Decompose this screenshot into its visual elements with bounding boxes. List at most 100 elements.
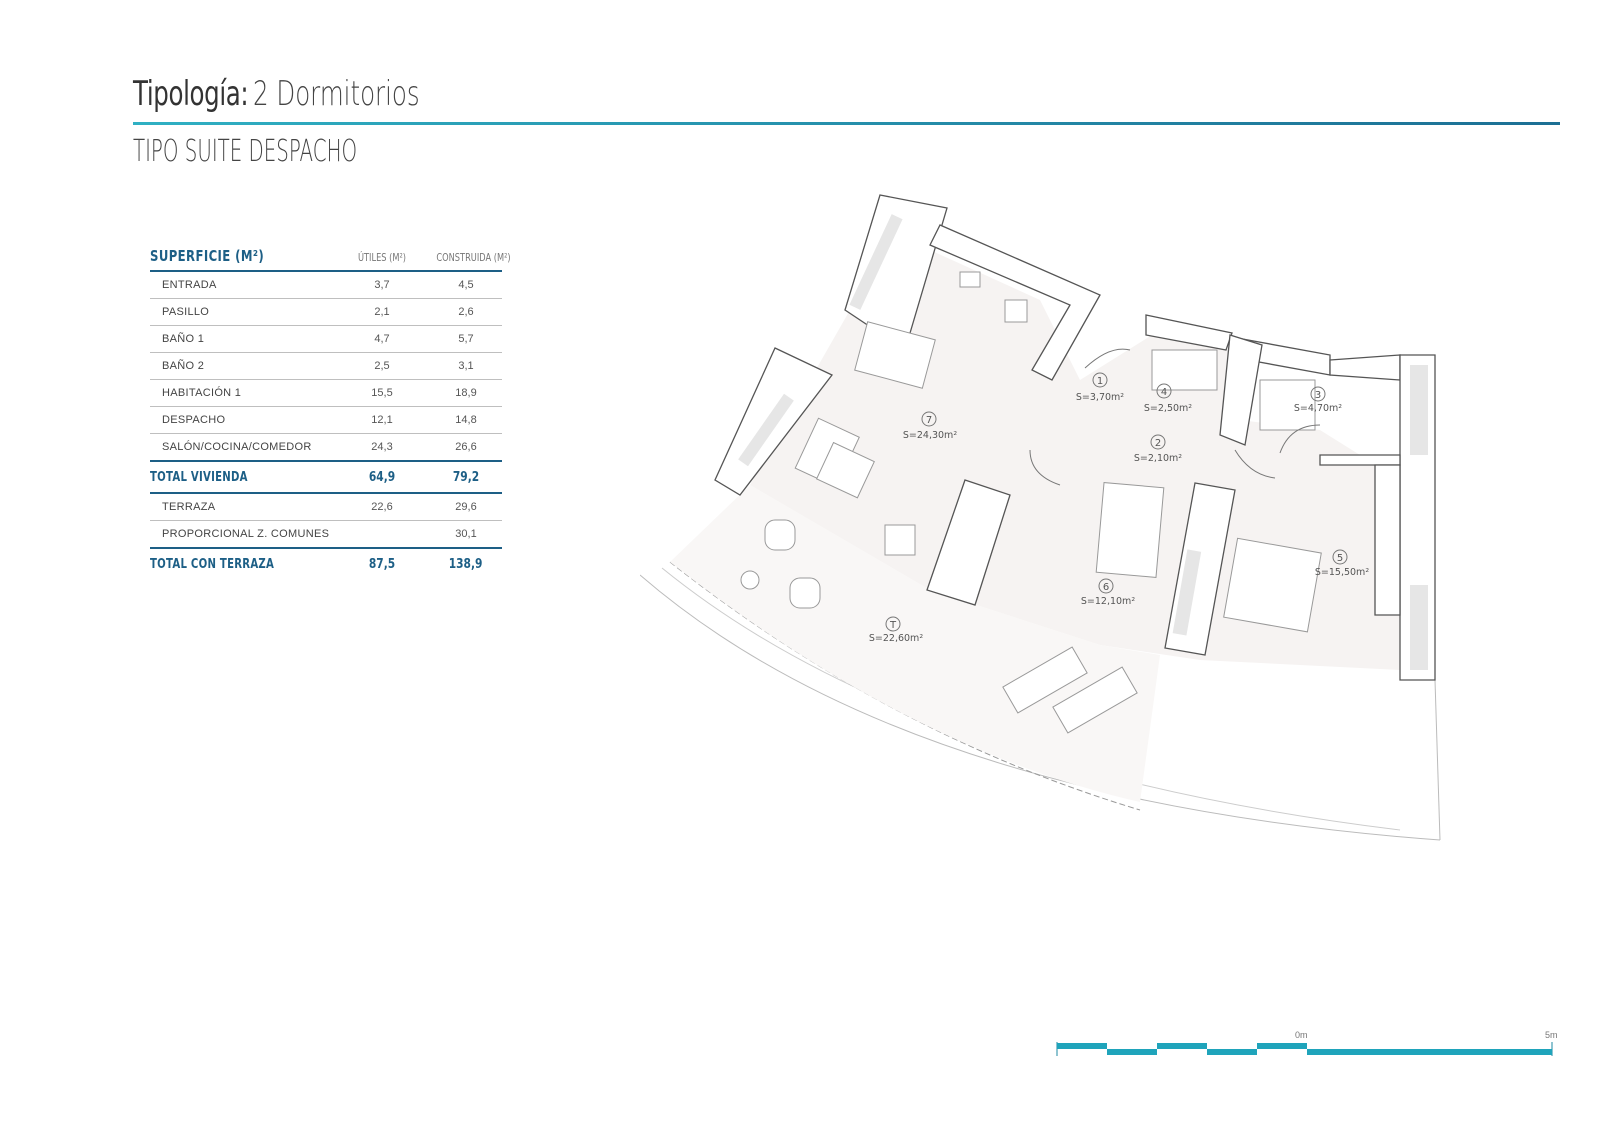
title-value: 2 Dormitorios [253,74,420,114]
terrace-chair-1 [764,519,796,551]
title-divider [133,122,1560,125]
total-terraza-construida: 138,9 [449,556,483,572]
column-header-construida: CONSTRUIDA (M²) [436,251,511,264]
kitchen-sink [959,271,981,288]
column-header-utiles: ÚTILES (M²) [357,251,407,264]
wall-east-top [1329,354,1401,381]
window-bedroom [1172,549,1202,636]
row-label: BAÑO 2 [162,360,205,372]
wall-bath-north [1145,314,1233,351]
total-vivienda-label: TOTAL VIVIENDA [150,469,248,485]
row-construida: 5,7 [458,333,474,345]
row-label: PASILLO [162,306,210,318]
armchair [815,441,875,499]
room-number: 1 [1097,376,1103,387]
row-construida: 14,8 [455,414,477,426]
table-row: DESPACHO 12,1 14,8 [150,407,502,434]
bath1-fixtures [1259,379,1316,431]
room-label-7: 7 S=24,30m² [903,411,957,441]
room-area: S=3,70m² [1076,392,1124,403]
terrace-side-edge [1434,679,1441,841]
title-label: Tipología: [133,74,249,114]
row-construida: 30,1 [455,528,477,540]
row-label: SALÓN/COCINA/COMEDOR [162,441,312,453]
total-vivienda-row: TOTAL VIVIENDA 64,9 79,2 [150,462,502,494]
entrance-door [1084,348,1131,369]
row-label: PROPORCIONAL Z. COMUNES [162,528,330,540]
room-area: S=12,10m² [1081,596,1135,607]
row-construida: 26,6 [455,441,477,453]
window-west [738,393,794,467]
area-table: SUPERFICIE (M²) ÚTILES (M²) CONSTRUIDA (… [150,244,511,579]
room-number: 4 [1161,387,1167,398]
room-number: 2 [1155,438,1161,449]
floor-plan: 1 S=3,70m² 2 S=2,10m² 3 S=4,70m² 4 S=2,5… [639,190,1470,870]
scale-start-label: 0m [1295,1030,1308,1040]
row-construida: 29,6 [455,501,477,513]
lounger-1 [1002,646,1088,714]
room-area: S=22,60m² [869,633,923,644]
wall-kitchen-north [929,224,1101,381]
study-door [1029,449,1061,486]
row-utiles: 3,7 [374,279,390,291]
room-number: 3 [1315,390,1321,401]
row-label: TERRAZA [162,501,216,513]
room-label-terrace: T S=22,60m² [869,616,923,644]
room-label-4: 4 S=2,50m² [1144,383,1192,414]
total-vivienda-utiles: 64,9 [368,469,396,485]
room-label-3: 3 S=4,70m² [1294,386,1342,414]
dining-table [854,321,936,389]
terrace-chair-2 [789,577,821,609]
row-utiles: 2,5 [374,360,390,372]
bath1-door [1279,424,1321,454]
table-heading: SUPERFICIE (M²) [150,247,265,265]
row-construida: 3,1 [458,360,474,372]
total-terraza-label: TOTAL CON TERRAZA [150,556,275,572]
total-terraza-row: TOTAL CON TERRAZA 87,5 138,9 [150,549,502,579]
total-terraza-utiles: 87,5 [368,556,396,572]
kitchen-hob [1004,299,1028,323]
table-row: TERRAZA 22,6 29,6 [150,494,502,521]
side-chair [884,524,916,556]
window-east-top [1410,365,1428,455]
room-number: 7 [926,415,932,426]
room-area: S=4,70m² [1294,403,1342,414]
table-row: PASILLO 2,1 2,6 [150,299,502,326]
desk [1095,482,1165,578]
lounger-2 [1052,666,1138,734]
room-number: T [889,620,897,631]
table-row: PROPORCIONAL Z. COMUNES 30,1 [150,521,502,549]
scale-bar: 0m 5m [1055,1030,1558,1064]
window-east-bottom [1410,585,1428,670]
room-number: 5 [1337,553,1343,564]
row-utiles: 24,3 [371,441,393,453]
room-area: S=24,30m² [903,430,957,441]
table-row: BAÑO 1 4,7 5,7 [150,326,502,353]
table-row: HABITACIÓN 1 15,5 18,9 [150,380,502,407]
row-construida: 2,6 [458,306,474,318]
room-area: S=2,10m² [1134,453,1182,464]
scale-end-label: 5m [1545,1030,1558,1040]
room-area: S=2,50m² [1144,403,1192,414]
table-row: BAÑO 2 2,5 3,1 [150,353,502,380]
row-utiles: 12,1 [371,414,393,426]
page-subtitle: TIPO SUITE DESPACHO [133,134,358,169]
room-number: 6 [1103,582,1109,593]
table-row: SALÓN/COCINA/COMEDOR 24,3 26,6 [150,434,502,462]
page-header: Tipología: 2 Dormitorios [133,74,1560,114]
row-label: BAÑO 1 [162,333,205,345]
row-construida: 18,9 [455,387,477,399]
row-label: ENTRADA [162,279,217,291]
page-title: Tipología: 2 Dormitorios [133,74,1560,114]
terrace-table [740,570,760,590]
bath2-fixtures [1151,349,1218,391]
terrace-outer-edge [639,574,1441,841]
wall-east-inner [1319,454,1401,466]
total-vivienda-construida: 79,2 [452,469,480,485]
table-row: ENTRADA 3,7 4,5 [150,272,502,299]
room-label-5: 5 S=15,50m² [1315,549,1369,578]
window-north [849,214,903,310]
row-label: DESPACHO [162,414,226,426]
room-area: S=15,50m² [1315,567,1369,578]
row-utiles: 22,6 [371,501,393,513]
